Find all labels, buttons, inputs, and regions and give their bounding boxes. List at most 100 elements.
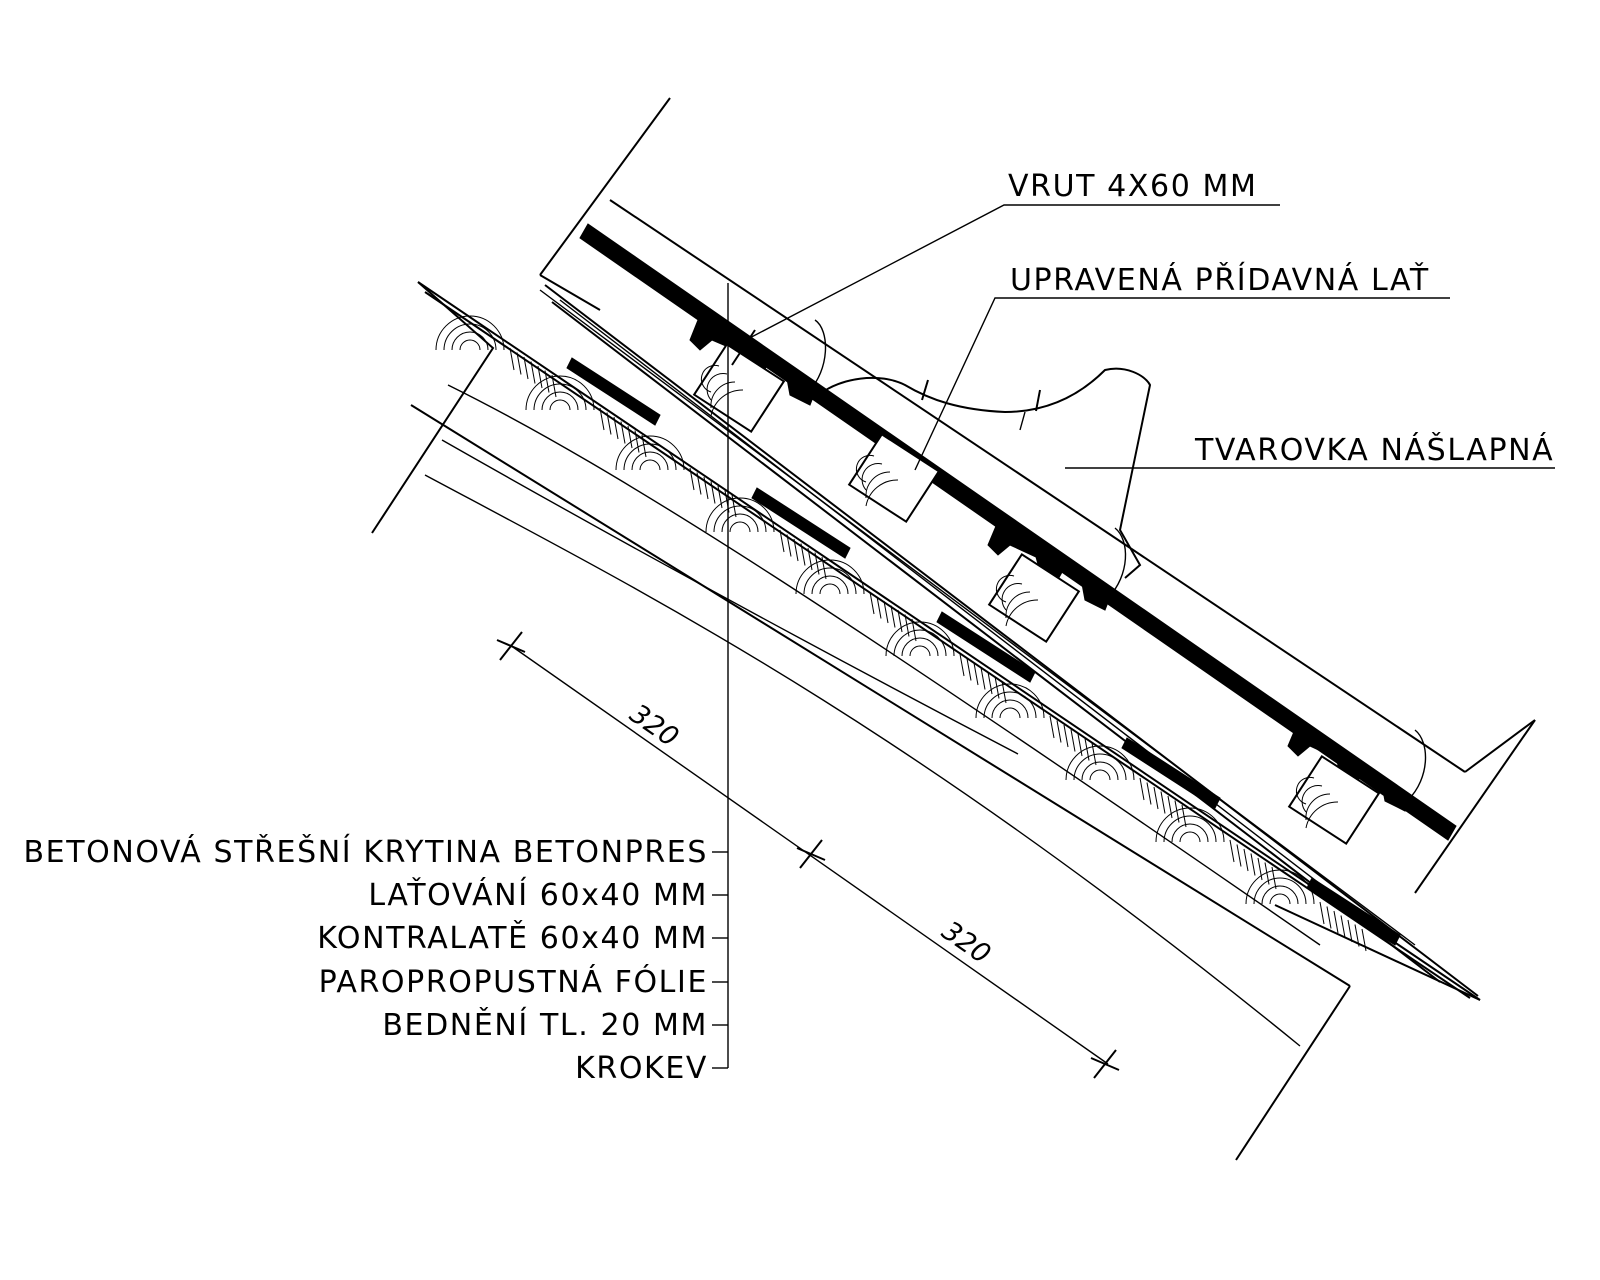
wood-grain-arc xyxy=(639,459,661,471)
layer-ticks xyxy=(712,851,728,1069)
layer-label-boarding: BEDNĚNÍ TL. 20 MM xyxy=(382,1007,708,1043)
wood-grain-stroke xyxy=(516,352,522,375)
wood-grain-arc xyxy=(819,583,841,595)
wood-grain-stroke xyxy=(1333,910,1339,934)
batten-grain-arc xyxy=(1005,591,1031,619)
wood-grain-arc xyxy=(623,443,677,471)
wood-grain-stroke xyxy=(1354,924,1360,947)
wood-grain-stroke xyxy=(620,421,626,444)
wood-grain-arc xyxy=(901,637,939,657)
rafter xyxy=(371,281,1351,1161)
wood-grain-arc xyxy=(885,621,955,657)
dimension-label-2: 320 xyxy=(936,915,996,970)
wood-grain-arc xyxy=(803,567,857,595)
wood-grain-arc xyxy=(721,513,759,533)
wood-grain-stroke xyxy=(627,425,633,449)
wood-grain-stroke xyxy=(703,476,709,500)
wood-grain-arc xyxy=(451,331,489,351)
wood-grain-arc xyxy=(795,559,865,595)
wood-hatching xyxy=(435,315,1367,952)
wood-grain-stroke xyxy=(800,543,806,566)
dimension-line xyxy=(496,631,1120,1079)
wood-grain-stroke xyxy=(689,467,695,491)
wood-grain-arc xyxy=(1163,815,1217,843)
batten-label: UPRAVENÁ PŘÍDAVNÁ LAŤ xyxy=(1010,262,1430,298)
wood-grain-stroke xyxy=(1139,777,1145,801)
wood-grain-stroke xyxy=(1243,848,1249,872)
wood-grain-stroke xyxy=(959,653,965,677)
wood-grain-arc xyxy=(1065,745,1135,781)
roof-covering xyxy=(539,97,1536,894)
wood-grain-arc xyxy=(533,383,587,411)
wood-grain-stroke xyxy=(641,434,647,458)
wood-grain-stroke xyxy=(987,671,993,695)
wood-grain-arc xyxy=(999,707,1021,719)
wood-grain-stroke xyxy=(634,430,640,453)
wood-grain-stroke xyxy=(1146,782,1152,805)
wood-grain-stroke xyxy=(890,605,896,628)
wood-grain-stroke xyxy=(1250,853,1256,876)
wood-grain-stroke xyxy=(883,600,889,624)
wood-grain-arc xyxy=(729,521,751,533)
wood-grain-arc xyxy=(909,645,931,657)
wood-grain-arc xyxy=(1089,769,1111,781)
wood-grain-stroke xyxy=(807,547,813,571)
wood-grain-stroke xyxy=(1229,839,1235,863)
wood-grain-stroke xyxy=(1319,901,1325,925)
wood-grain-arc xyxy=(525,375,595,411)
batten-grain-arc xyxy=(865,479,899,507)
batten-grain-arc xyxy=(1301,785,1323,813)
wood-grain-stroke xyxy=(1153,786,1159,810)
wood-grain-stroke xyxy=(717,485,723,509)
wood-grain-stroke xyxy=(869,591,875,615)
wood-grain-stroke xyxy=(1236,844,1242,867)
boarding xyxy=(417,281,1481,1001)
batten-grain-arc xyxy=(865,471,891,499)
wood-grain-stroke xyxy=(876,596,882,619)
wood-grain-arc xyxy=(893,629,947,657)
wood-grain-stroke xyxy=(786,534,792,557)
wood-grain-arc xyxy=(1179,831,1201,843)
leader-lines xyxy=(727,204,1555,1068)
batten-grain-arc xyxy=(995,574,1015,603)
wood-grain-stroke xyxy=(613,416,619,440)
wood-grain-stroke xyxy=(696,472,702,495)
wood-grain-stroke xyxy=(537,365,543,389)
batten-grain-arc xyxy=(861,463,883,491)
wood-grain-arc xyxy=(1073,753,1127,781)
wood-grain-stroke xyxy=(1063,724,1069,748)
batten-grain-arc xyxy=(1005,599,1039,627)
wood-grain-stroke xyxy=(1160,791,1166,814)
layer-label-battens: LAŤOVÁNÍ 60x40 MM xyxy=(368,877,708,913)
batten-grain-arc xyxy=(710,389,744,417)
batten-grain-arc xyxy=(855,454,875,483)
wood-grain-arc xyxy=(541,391,579,411)
wood-grain-stroke xyxy=(793,538,799,562)
wood-grain-stroke xyxy=(1361,928,1367,952)
wood-grain-arc xyxy=(443,323,497,351)
wood-grain-arc xyxy=(713,505,767,533)
wood-grain-arc xyxy=(459,339,481,351)
wood-grain-arc xyxy=(811,575,849,595)
wood-grain-arc xyxy=(975,683,1045,719)
wood-grain-arc xyxy=(549,399,571,411)
wood-grain-arc xyxy=(983,691,1037,719)
batten-grain-arc xyxy=(1001,583,1023,611)
screw-label: VRUT 4X60 MM xyxy=(1008,169,1258,204)
wood-grain-stroke xyxy=(980,667,986,690)
wood-grain-stroke xyxy=(530,361,536,384)
counter-battens xyxy=(539,284,1479,997)
wood-grain-arc xyxy=(631,451,669,471)
wood-grain-stroke xyxy=(1070,729,1076,752)
wood-grain-stroke xyxy=(897,609,903,633)
wood-grain-stroke xyxy=(606,412,612,435)
batten-grain-arc xyxy=(710,381,736,409)
wood-grain-arc xyxy=(1081,761,1119,781)
wood-grain-arc xyxy=(1245,869,1315,905)
wood-grain-stroke xyxy=(1056,720,1062,743)
wood-grain-stroke xyxy=(1257,857,1263,881)
wood-grain-stroke xyxy=(1167,795,1173,819)
wood-grain-stroke xyxy=(551,374,557,398)
step-tile xyxy=(819,367,1152,579)
